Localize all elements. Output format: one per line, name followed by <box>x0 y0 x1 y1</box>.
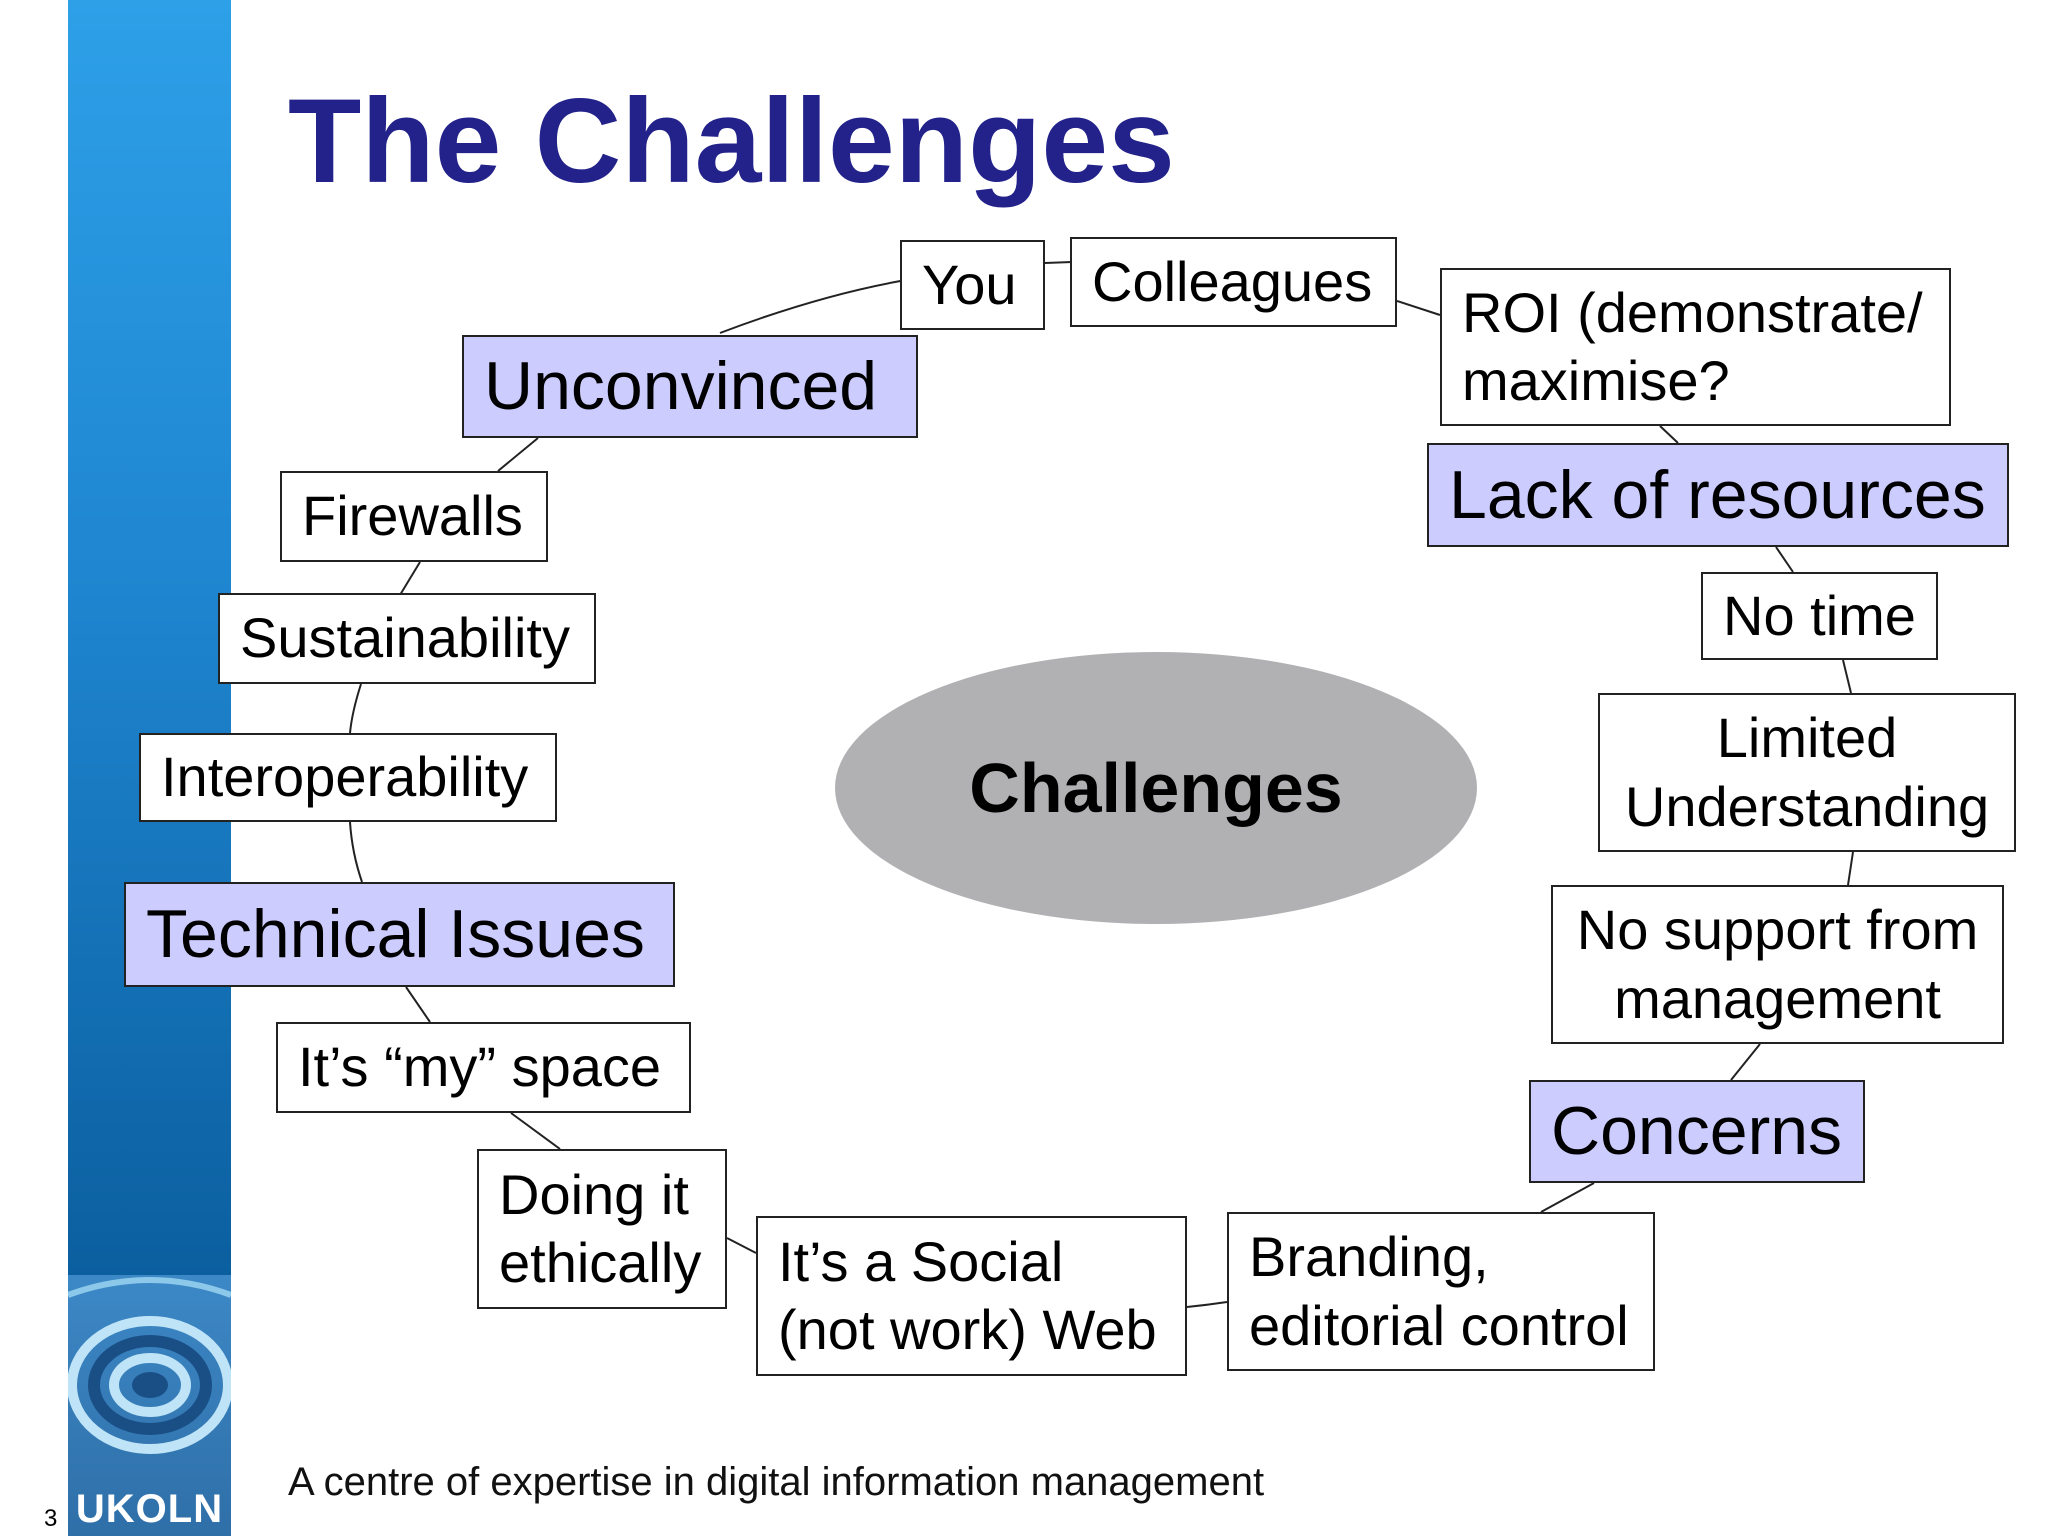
node-no-support-from-management: No support from management <box>1551 885 2004 1044</box>
connector-colleagues-roi <box>1396 300 1441 316</box>
connector-firewalls-unconvinced <box>497 437 539 472</box>
node-roi: ROI (demonstrate/ maximise? <box>1440 268 1951 426</box>
ukoln-logo: UKOLN <box>68 1275 231 1536</box>
connector-myspace-tech <box>405 986 431 1023</box>
connector-tech-interop <box>349 821 363 883</box>
connector-lack-notime <box>1775 546 1794 573</box>
node-lack-of-resources: Lack of resources <box>1427 443 2009 547</box>
node-unconvinced: Unconvinced <box>462 335 918 438</box>
connector-interop-sustain <box>349 683 362 734</box>
node-colleagues: Colleagues <box>1070 237 1397 327</box>
logo-wordmark: UKOLN <box>75 1487 224 1531</box>
hub-challenges: Challenges <box>835 652 1477 924</box>
sidebar-bar <box>68 0 231 1275</box>
node-you: You <box>900 240 1045 330</box>
connector-limited-nosupport <box>1847 851 1854 886</box>
connector-concerns-branding <box>1540 1182 1595 1213</box>
node-concerns: Concerns <box>1529 1080 1865 1183</box>
connector-social-ethical <box>726 1237 757 1254</box>
connector-sustain-firewalls <box>399 561 421 596</box>
slide-number: 3 <box>44 1505 58 1532</box>
node-technical-issues: Technical Issues <box>124 882 675 987</box>
node-no-time: No time <box>1701 572 1938 660</box>
node-limited-understanding: Limited Understanding <box>1598 693 2016 852</box>
footer-tagline: A centre of expertise in digital informa… <box>288 1460 1265 1504</box>
connector-branding-social <box>1186 1301 1228 1308</box>
node-my-space: It’s “my” space <box>276 1022 691 1113</box>
slide-title: The Challenges <box>288 74 1175 208</box>
node-branding: Branding, editorial control <box>1227 1212 1655 1371</box>
connector-roi-lack <box>1659 425 1679 444</box>
connector-ethical-myspace <box>510 1112 561 1150</box>
node-sustainability: Sustainability <box>218 593 596 684</box>
connector-nosupport-concerns <box>1730 1043 1761 1081</box>
connector-notime-limited <box>1842 659 1852 694</box>
node-firewalls: Firewalls <box>280 471 548 562</box>
node-social-web: It’s a Social (not work) Web <box>756 1216 1187 1376</box>
connector-you-colleagues <box>1044 261 1073 264</box>
node-interoperability: Interoperability <box>139 733 557 822</box>
connector-unconvinced-you <box>719 279 907 334</box>
node-doing-it-ethically: Doing it ethically <box>477 1149 727 1309</box>
eye-logo-icon <box>68 1277 231 1454</box>
